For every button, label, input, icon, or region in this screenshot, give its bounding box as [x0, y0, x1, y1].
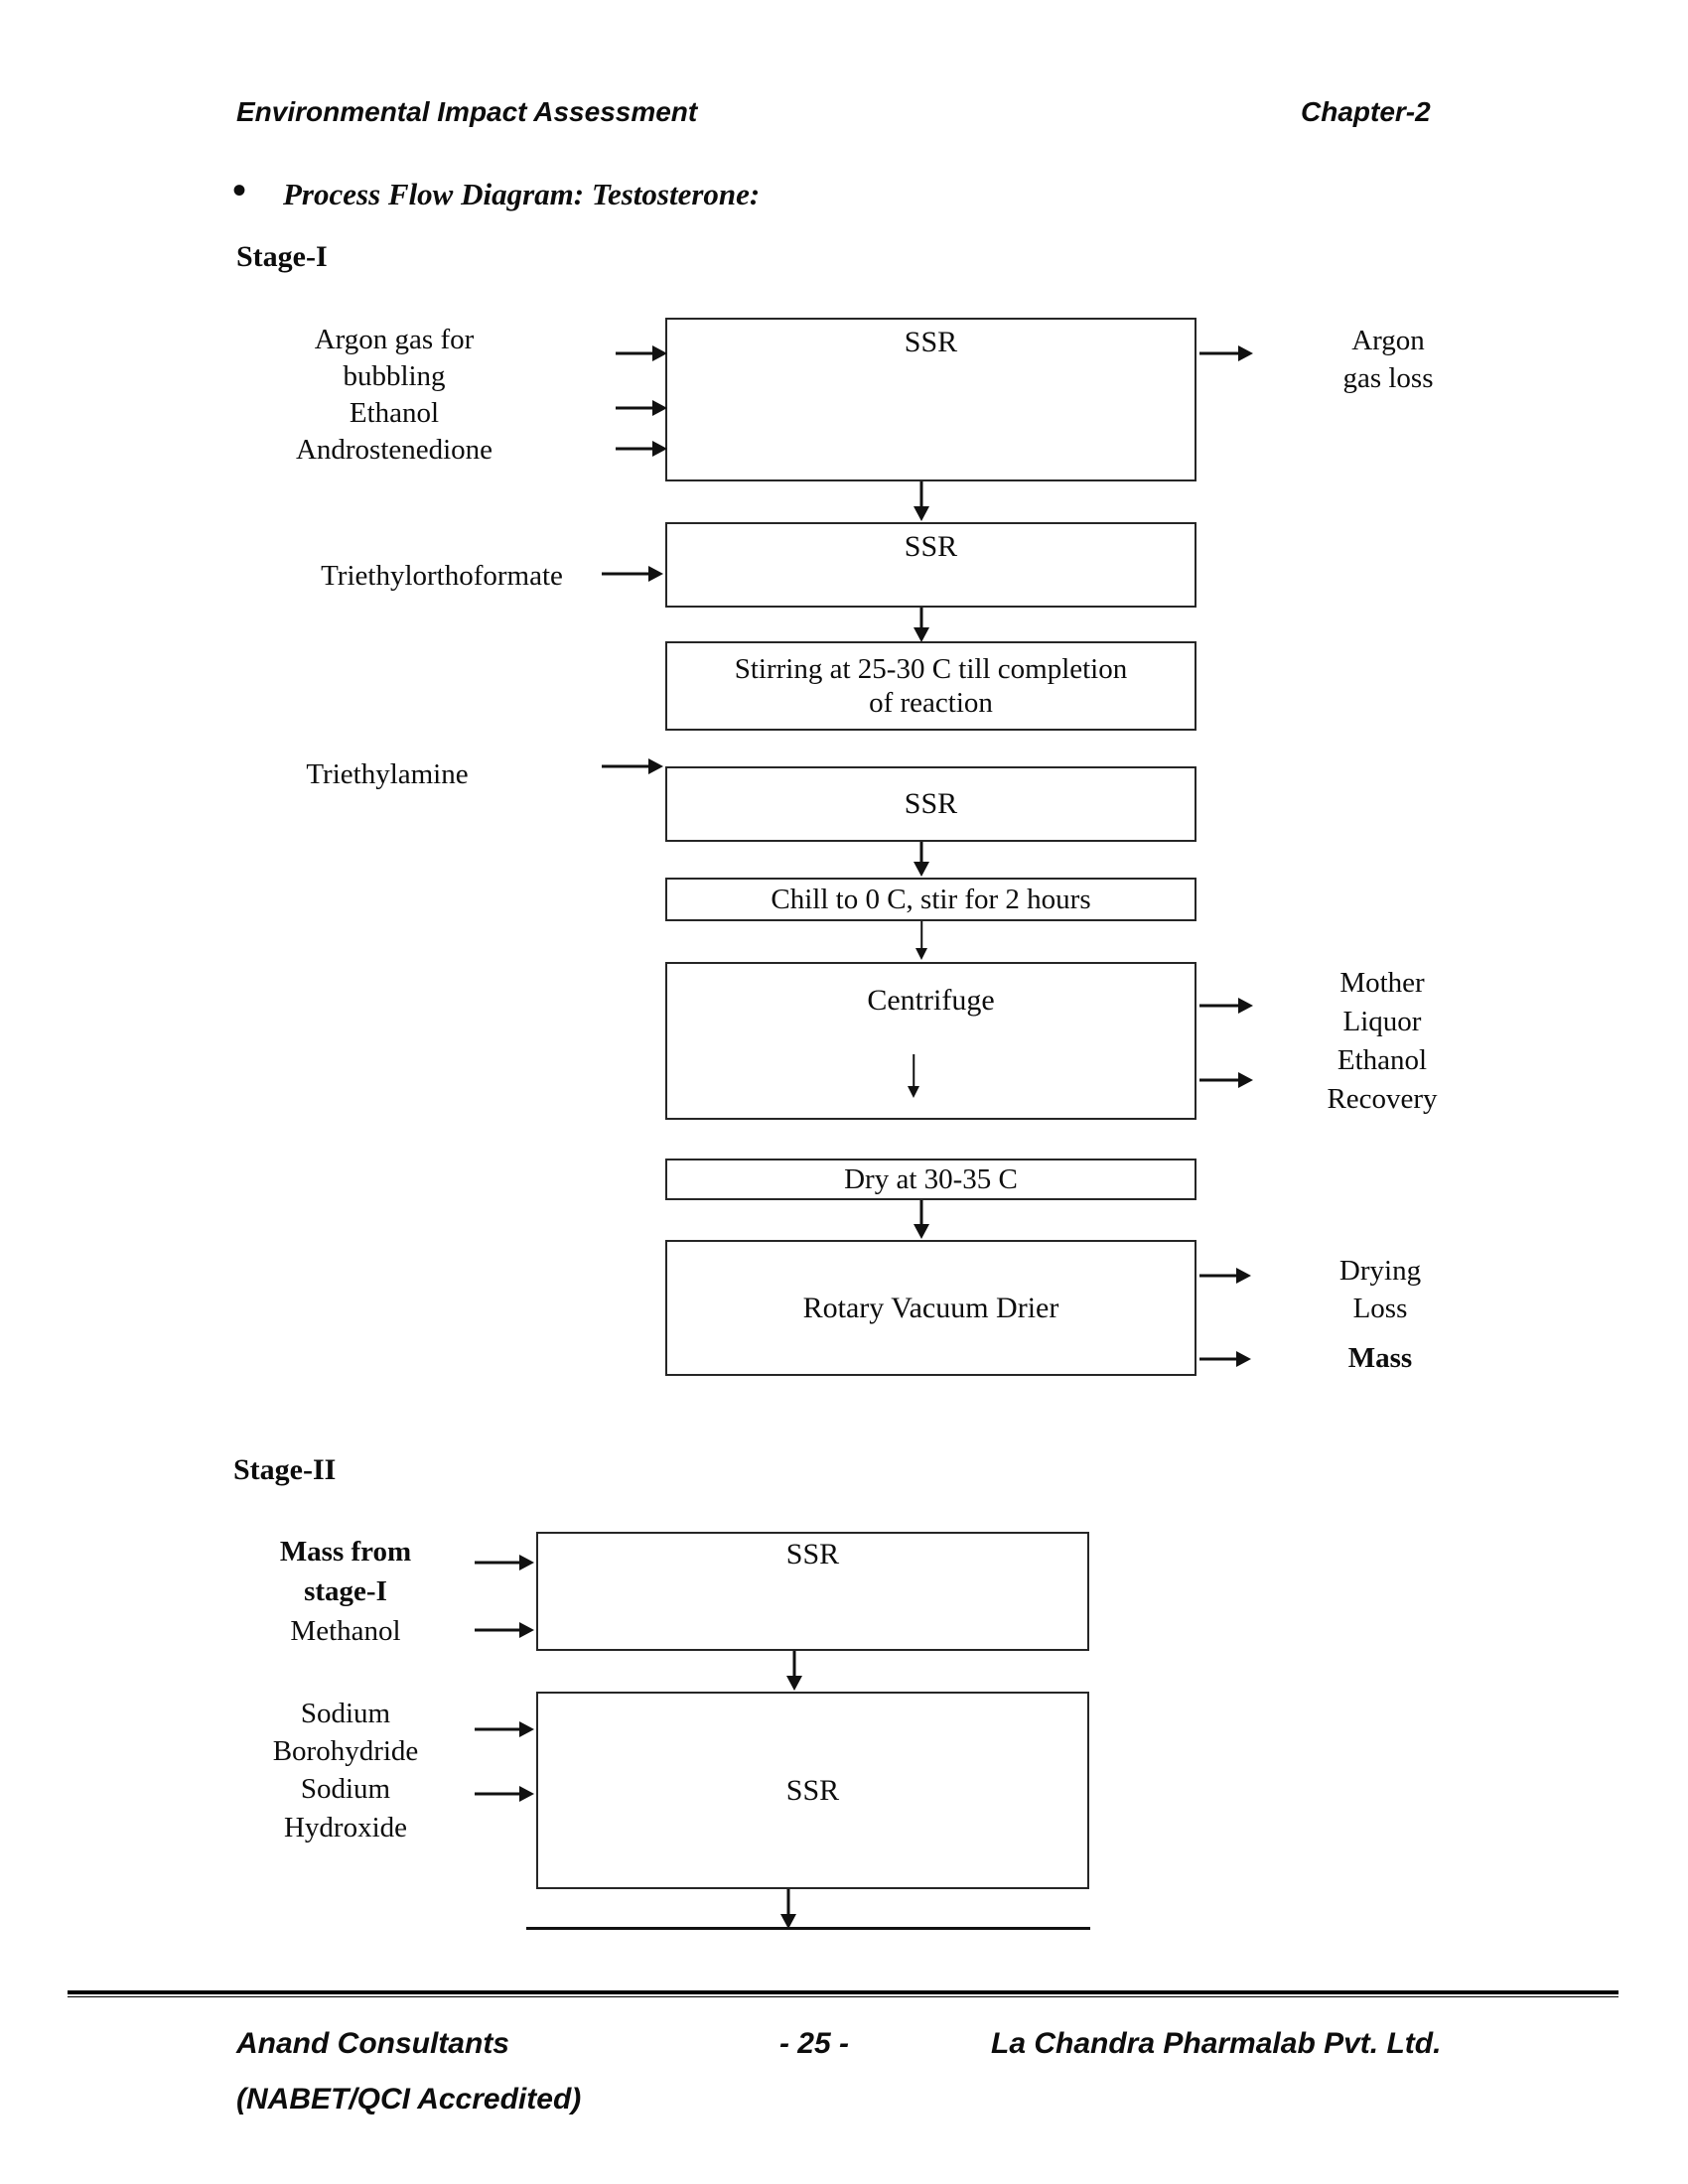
arrow-output-drying-loss — [1199, 1266, 1251, 1286]
input-ethanol-label: Ethanol — [349, 397, 440, 429]
output-drying-loss-label: Drying Loss — [1281, 1252, 1479, 1327]
stage1-ssr1-box: SSR — [665, 318, 1196, 481]
stage1-ssr1-label: SSR — [904, 326, 958, 358]
arrow-input-androstenedione — [616, 439, 667, 459]
footer-company: Anand Consultants — [236, 2027, 509, 2060]
stage2-ssr1-label: SSR — [785, 1538, 840, 1570]
arrow-output-mother-liquor — [1199, 996, 1253, 1016]
dry-label: Dry at 30-35 C — [844, 1162, 1018, 1195]
arrow-input-triethylorthoformate — [602, 564, 663, 584]
stage1-centrifuge-box: Centrifuge — [665, 962, 1196, 1120]
arrow-input-sodium-borohydride — [475, 1719, 534, 1739]
arrow-input-mass-from — [475, 1553, 534, 1572]
drying-line: Drying — [1338, 1255, 1422, 1287]
stage2-ssr1-box: SSR — [536, 1532, 1089, 1651]
stage1-input-labels-1: Argon gas for bubbling Ethanol Androsten… — [245, 322, 543, 469]
stage1-ssr2-label: SSR — [904, 530, 958, 563]
stage2-heading: Stage-II — [233, 1453, 337, 1486]
output-mass-label: Mass — [1281, 1339, 1479, 1377]
section-title: Process Flow Diagram: Testosterone: — [283, 177, 761, 211]
input-androstenedione-label: Androstenedione — [295, 434, 493, 466]
arrow-output-argon-loss — [1199, 343, 1253, 363]
stage1-chill-box: Chill to 0 C, stir for 2 hours — [665, 878, 1196, 921]
stage2-sodium-hydroxide-label: Sodium Hydroxide — [197, 1770, 494, 1847]
arrow-input-argon — [616, 343, 667, 363]
arrow-down-chill-centrifuge — [912, 921, 931, 960]
methanol-text: Methanol — [290, 1615, 401, 1647]
arrow-down-stage2-ssr2-next — [778, 1889, 798, 1929]
header-chapter: Chapter-2 — [1301, 96, 1431, 127]
arrow-input-methanol — [475, 1620, 534, 1640]
liquor-line: Liquor — [1342, 1006, 1422, 1037]
footer-page-number: - 25 - — [778, 2027, 850, 2060]
borohydride-line: Borohydride — [272, 1735, 419, 1767]
arrow-input-sodium-hydroxide — [475, 1784, 534, 1804]
stage2-ssr2-box: SSR — [536, 1692, 1089, 1889]
ethanol-line: Ethanol — [1336, 1044, 1428, 1076]
stage2-mass-from-label: Mass from stage-I — [197, 1532, 494, 1611]
stage2-methanol-label: Methanol — [197, 1611, 494, 1651]
rotary-label: Rotary Vacuum Drier — [802, 1291, 1059, 1324]
footer-divider — [68, 1990, 1618, 1997]
triethylorthoformate-text: Triethylorthoformate — [321, 560, 563, 592]
next-box-cutoff-line — [526, 1927, 1090, 1930]
header-title: Environmental Impact Assessment — [236, 96, 698, 127]
mass-from-line1: Mass from — [279, 1536, 412, 1568]
triethylamine-text: Triethylamine — [306, 758, 469, 790]
chill-label: Chill to 0 C, stir for 2 hours — [771, 883, 1091, 915]
recovery-line: Recovery — [1327, 1083, 1438, 1115]
footer-accreditation: (NABET/QCI Accredited) — [236, 2083, 582, 2116]
stage1-stirring-box: Stirring at 25-30 C till completion of r… — [665, 641, 1196, 731]
loss-line: Loss — [1352, 1293, 1408, 1324]
arrow-output-ethanol-recovery — [1199, 1070, 1253, 1090]
stage1-ssr3-box: SSR — [665, 766, 1196, 842]
mother-line: Mother — [1339, 967, 1425, 999]
bullet-icon: • — [232, 168, 247, 212]
arrow-down-ssr3-chill — [912, 842, 931, 877]
arrow-input-triethylamine — [602, 756, 663, 776]
argon-loss-line2: gas loss — [1342, 362, 1434, 394]
input-bubbling-label: bubbling — [343, 360, 446, 392]
arrow-down-stage2-ssr1-ssr2 — [784, 1651, 804, 1691]
output-mother-liquor-label: Mother Liquor Ethanol Recovery — [1273, 964, 1491, 1119]
centrifuge-label: Centrifuge — [867, 984, 995, 1017]
arrow-down-dry-rotary — [912, 1200, 931, 1239]
input-argon-gas-label: Argon gas for — [314, 324, 475, 355]
sodium2-line: Sodium — [300, 1773, 391, 1805]
stage1-ssr2-box: SSR — [665, 522, 1196, 608]
mass-from-line2: stage-I — [304, 1575, 387, 1607]
stage1-heading: Stage-I — [236, 240, 328, 273]
input-triethylamine-label: Triethylamine — [238, 756, 536, 793]
output-argon-loss-label: Argon gas loss — [1279, 322, 1497, 397]
mass-line: Mass — [1347, 1342, 1413, 1374]
argon-loss-line1: Argon — [1351, 325, 1425, 356]
hydroxide-line: Hydroxide — [283, 1812, 408, 1843]
arrow-input-ethanol — [616, 398, 667, 418]
arrow-down-ssr2-stirring — [912, 608, 931, 642]
stirring-line2: of reaction — [869, 687, 993, 719]
stirring-line1: Stirring at 25-30 C till completion — [734, 653, 1128, 685]
stage2-sodium-borohydride-label: Sodium Borohydride — [197, 1695, 494, 1770]
stage1-rotary-box: Rotary Vacuum Drier — [665, 1240, 1196, 1376]
arrow-down-centrifuge-inner — [904, 1054, 923, 1098]
input-triethylorthoformate-label: Triethylorthoformate — [243, 558, 640, 595]
stage1-dry-box: Dry at 30-35 C — [665, 1159, 1196, 1200]
sodium1-line: Sodium — [300, 1698, 391, 1729]
stage2-ssr2-label: SSR — [785, 1773, 840, 1807]
arrow-output-mass — [1199, 1349, 1251, 1369]
footer-client: La Chandra Pharmalab Pvt. Ltd. — [991, 2027, 1442, 2060]
arrow-down-ssr1-ssr2 — [912, 481, 931, 521]
stage1-ssr3-label: SSR — [904, 787, 958, 820]
